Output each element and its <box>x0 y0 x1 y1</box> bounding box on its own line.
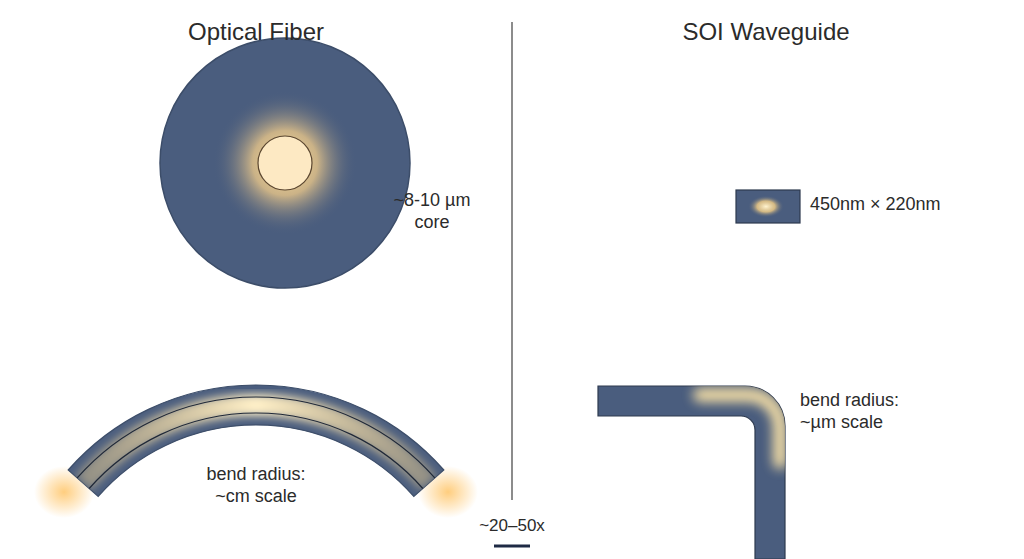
panel-heading: Optical Fiber <box>188 18 324 47</box>
soi-bend <box>598 386 785 559</box>
dimension-label: ~8-10 µm core <box>382 190 482 233</box>
bend-radius-label: bend radius: ~cm scale <box>196 464 316 507</box>
fiber-core <box>258 136 312 190</box>
soi-bend-glow <box>700 395 780 462</box>
fiber-mode-glow <box>213 91 357 235</box>
soi-cross-section <box>736 190 800 223</box>
divider-line <box>511 22 513 500</box>
dimension-label: 450nm × 220nm <box>810 194 941 216</box>
scale-label: ~20–50x <box>479 516 545 536</box>
fiber-cladding <box>160 38 410 288</box>
bend-radius-label: bend radius: ~µm scale <box>800 390 920 433</box>
soi-mode-glow <box>748 196 784 218</box>
scale-bar <box>494 545 530 548</box>
panel-heading: SOI Waveguide <box>682 18 849 47</box>
